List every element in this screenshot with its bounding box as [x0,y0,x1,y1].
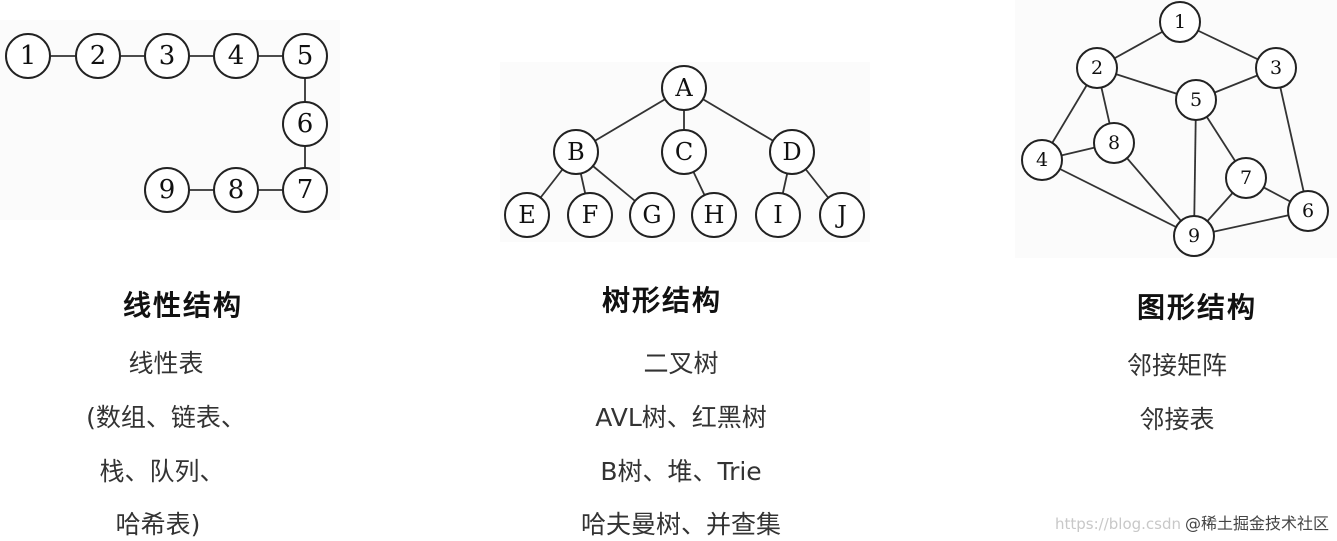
graph-node: 5 [1175,79,1217,121]
tree-structure-title: 树形结构 [601,284,723,317]
graph-structure-item: 邻接表 [1139,405,1215,434]
linear-node: 3 [144,33,190,79]
linear-node-label: 9 [159,175,176,205]
tree-node-label: J [834,201,847,229]
linear-node: 1 [5,33,51,79]
graph-node: 1 [1159,1,1201,43]
graph-node-label: 4 [1036,149,1048,171]
tree-node-label: E [518,201,536,229]
linear-structure-item: 栈、队列、 [99,457,225,486]
linear-node-label: 5 [297,41,314,71]
graph-node: 8 [1093,122,1135,164]
graph-node-label: 9 [1188,225,1200,247]
tree-node: D [769,129,815,175]
tree-structure-item: 二叉树 [643,349,719,378]
watermark: https://blog.csdn@稀土掘金技术社区 [1055,510,1329,534]
linear-node-label: 6 [297,109,314,139]
graph-node-label: 8 [1108,132,1120,154]
tree-node-label: H [704,201,725,229]
tree-node-label: B [567,138,585,166]
tree-node: C [661,129,707,175]
linear-structure-item: (数组、链表、 [86,403,246,432]
graph-node-label: 3 [1270,57,1282,79]
graph-edge [1193,99,1197,237]
tree-node-label: D [782,138,801,166]
linear-node: 2 [75,33,121,79]
graph-node: 7 [1225,157,1267,199]
linear-node-label: 1 [20,41,37,71]
tree-structure-diagram: A B C D E F G H I J [504,65,865,238]
linear-structure-item: 哈希表) [115,510,201,539]
linear-node-label: 8 [228,175,245,205]
graph-node-label: 7 [1240,167,1252,189]
graph-node-label: 2 [1091,57,1103,79]
graph-structure-title: 图形结构 [1136,291,1258,324]
tree-node-label: F [582,201,599,229]
tree-node: J [819,192,865,238]
linear-node-label: 2 [90,41,107,71]
graph-edge [1041,159,1195,237]
tree-node-label: G [642,201,661,229]
linear-node: 9 [144,167,190,213]
tree-node: H [691,192,737,238]
tree-node-label: I [773,201,782,229]
graph-node: 2 [1076,47,1118,89]
tree-structure-item: 哈夫曼树、并查集 [580,510,782,539]
linear-node: 7 [282,167,328,213]
tree-structure-item: AVL树、红黑树 [595,403,767,432]
watermark-site: @稀土掘金技术社区 [1185,514,1330,533]
tree-node: E [504,192,550,238]
graph-node: 6 [1287,190,1329,232]
linear-structure-title: 线性结构 [122,289,244,322]
graph-node-label: 5 [1190,89,1202,111]
tree-node-label: A [674,74,693,102]
tree-node: B [553,129,599,175]
linear-structure-diagram: 1 2 3 4 5 6 7 8 9 [5,33,328,213]
tree-node: F [567,192,613,238]
graph-node: 3 [1255,47,1297,89]
graph-structure-item: 邻接矩阵 [1126,351,1228,380]
graph-node-label: 1 [1174,11,1186,33]
tree-node-label: C [675,138,693,166]
linear-structure-item: 线性表 [128,349,204,378]
linear-node: 5 [282,33,328,79]
linear-node-label: 4 [228,41,245,71]
graph-edge [1275,67,1309,212]
tree-structure-item: B树、堆、Trie [600,457,762,486]
linear-node: 6 [282,101,328,147]
tree-node: G [629,192,675,238]
linear-node: 4 [213,33,259,79]
graph-node-label: 6 [1302,200,1314,222]
linear-node-label: 7 [297,175,314,205]
tree-node: I [755,192,801,238]
watermark-url: https://blog.csdn [1055,515,1182,533]
graph-structure-diagram: 1 2 3 4 5 6 7 8 9 [1021,1,1329,257]
graph-node: 9 [1173,215,1215,257]
linear-node: 8 [213,167,259,213]
linear-node-label: 3 [159,41,176,71]
graph-node: 4 [1021,139,1063,181]
tree-node: A [661,65,707,111]
